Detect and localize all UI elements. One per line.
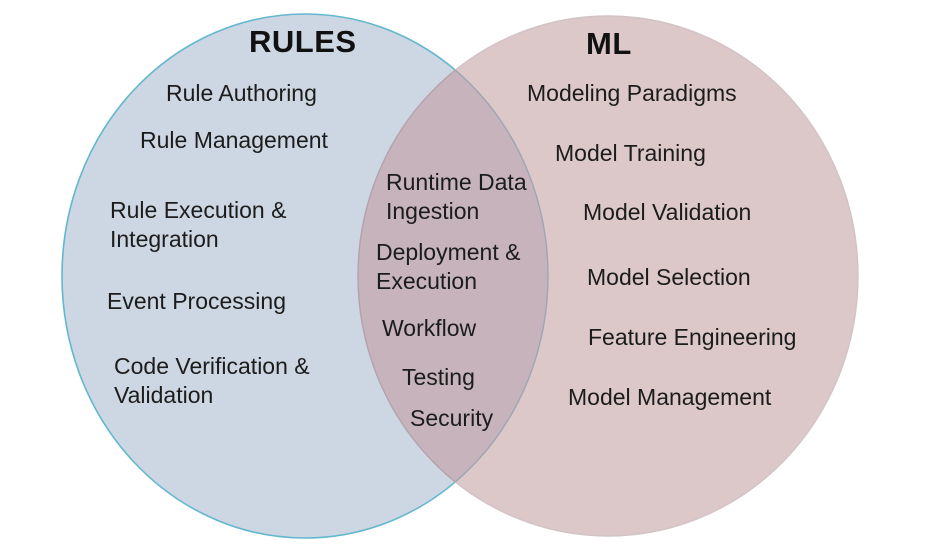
rules-title: RULES xyxy=(249,24,357,59)
ml-item-model-validation: Model Validation xyxy=(583,199,752,225)
rules-item-code-verification-validation: Code Verification & Validation xyxy=(114,353,310,408)
rules-item-rule-authoring: Rule Authoring xyxy=(166,80,317,106)
ml-item-model-selection: Model Selection xyxy=(587,264,751,290)
overlap-item-security: Security xyxy=(410,405,494,431)
ml-item-feature-engineering: Feature Engineering xyxy=(588,324,797,350)
overlap-right-arc xyxy=(358,16,549,536)
ml-item-modeling-paradigms: Modeling Paradigms xyxy=(527,80,737,106)
ml-item-model-training: Model Training xyxy=(555,140,706,166)
rules-item-rule-execution-integration: Rule Execution & Integration xyxy=(110,197,287,252)
overlap-item-testing: Testing xyxy=(402,364,475,390)
overlap-region xyxy=(357,15,548,537)
ml-item-model-management: Model Management xyxy=(568,384,772,410)
overlap-item-workflow: Workflow xyxy=(382,315,477,341)
overlap-item-runtime-data-ingestion: Runtime Data Ingestion xyxy=(386,169,527,224)
ml-title: ML xyxy=(586,26,632,61)
rules-item-rule-management: Rule Management xyxy=(140,127,328,153)
overlap-item-deployment-execution: Deployment & Execution xyxy=(376,239,521,294)
rules-item-event-processing: Event Processing xyxy=(107,288,286,314)
